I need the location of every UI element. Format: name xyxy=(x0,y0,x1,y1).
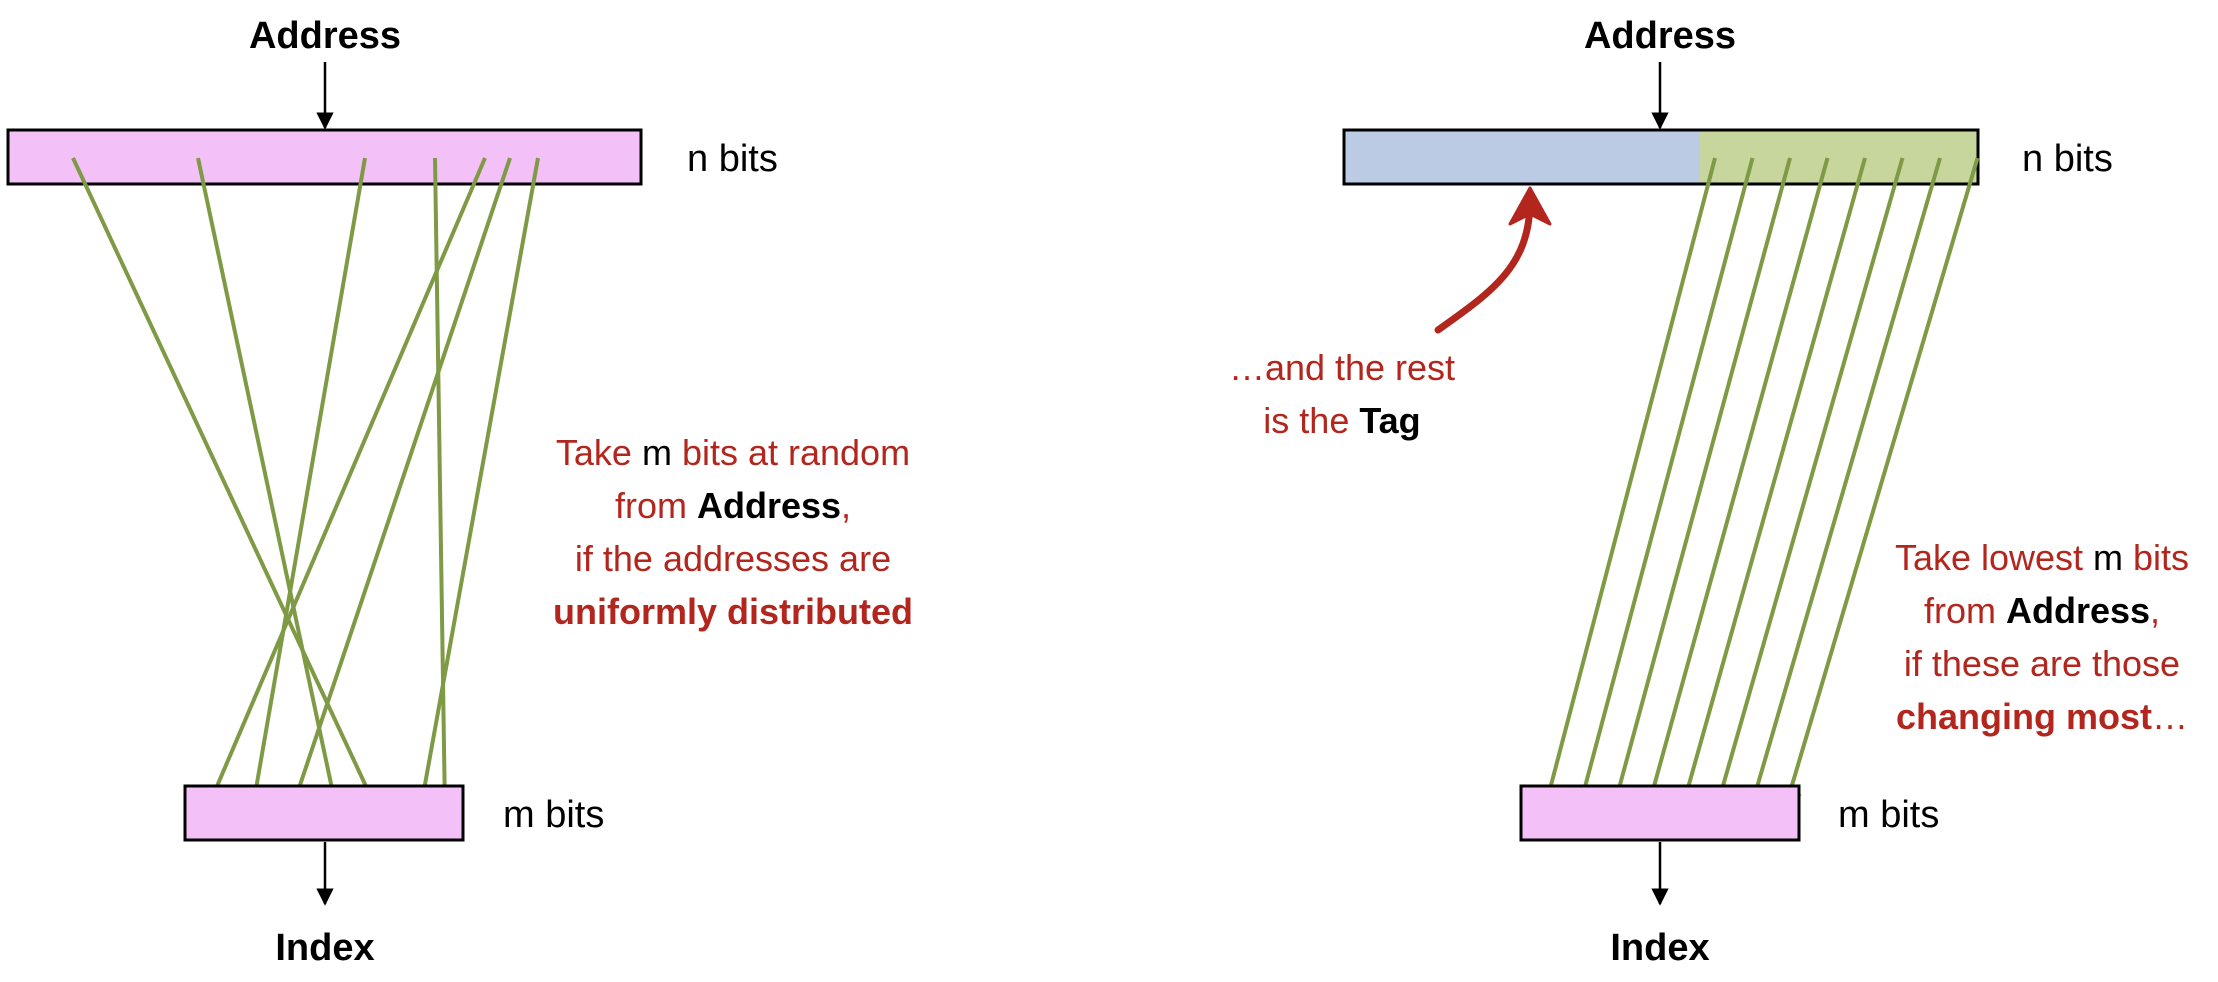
right-bit-wires xyxy=(1537,157,1980,815)
left-index-label: Index xyxy=(275,927,374,969)
right-tag-note: …and the rest is the Tag xyxy=(1229,347,1455,441)
right-wire-5 xyxy=(1675,157,1867,815)
right-wire-7 xyxy=(1744,157,1942,815)
right-index-label: Index xyxy=(1610,927,1709,969)
left-wire-3 xyxy=(243,157,367,815)
right-note-line-2: from Address, xyxy=(1924,590,2160,631)
tag-pointer-arrow xyxy=(1434,201,1534,334)
right-wire-2 xyxy=(1572,157,1755,815)
tag-note-line-2: is the Tag xyxy=(1263,400,1420,441)
left-index-register xyxy=(183,784,465,842)
left-note-line-3: if the addresses are xyxy=(575,538,891,579)
tag-note-line-1: …and the rest xyxy=(1229,347,1455,388)
right-wire-6 xyxy=(1709,157,1905,815)
right-address-width-label: n bits xyxy=(2022,138,2113,180)
right-wire-4 xyxy=(1641,157,1830,815)
tag-pointer-arrowhead xyxy=(1508,186,1552,226)
left-bit-wires xyxy=(71,157,540,815)
right-index-width-label: m bits xyxy=(1838,794,1939,836)
left-wire-5 xyxy=(203,157,487,815)
right-tag-field xyxy=(1344,130,1700,184)
left-address-label: Address xyxy=(249,15,401,57)
left-index-width-label: m bits xyxy=(503,794,604,836)
left-note: Take m bits at random from Address, if t… xyxy=(553,432,913,632)
right-wire-1 xyxy=(1537,157,1717,815)
right-wire-8 xyxy=(1778,157,1980,815)
left-note-line-4: uniformly distributed xyxy=(553,591,913,632)
right-wire-3 xyxy=(1606,157,1792,815)
left-note-line-1: Take m bits at random xyxy=(556,432,910,473)
right-note-line-4: changing most… xyxy=(1896,696,2188,737)
right-note-line-3: if these are those xyxy=(1904,643,2180,684)
right-note-line-1: Take lowest m bits xyxy=(1895,537,2189,578)
left-wire-1 xyxy=(71,157,380,815)
right-address-register xyxy=(1342,128,1980,186)
right-index-register xyxy=(1519,784,1801,842)
left-diagram: Address n bits m bits Index Take m bits … xyxy=(6,15,913,969)
left-wire-6 xyxy=(286,157,512,815)
right-address-label: Address xyxy=(1584,15,1736,57)
left-note-line-2: from Address, xyxy=(615,485,851,526)
right-diagram: Address n bits m bits Index …and the res… xyxy=(1229,15,2189,969)
right-note: Take lowest m bits from Address, if thes… xyxy=(1895,537,2189,737)
left-wire-7 xyxy=(412,157,540,815)
left-address-width-label: n bits xyxy=(687,138,778,180)
left-wire-2 xyxy=(196,157,345,815)
left-address-register xyxy=(6,128,643,186)
